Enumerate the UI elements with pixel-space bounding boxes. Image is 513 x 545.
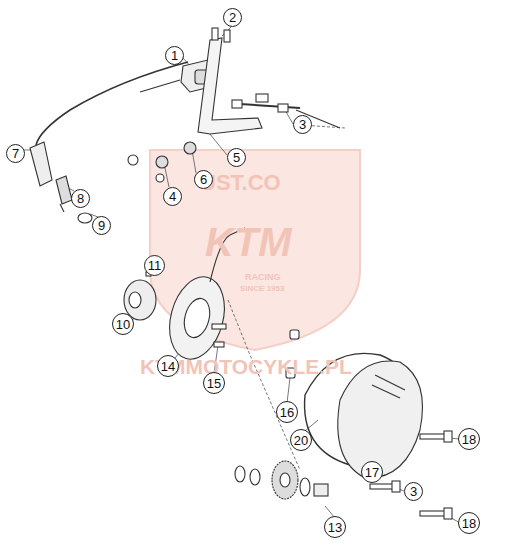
callout-text: 16 — [280, 406, 294, 419]
callout-number: 3 — [404, 482, 423, 501]
watermark-text: KTM — [205, 222, 292, 262]
callout-text: 18 — [462, 433, 476, 446]
callout-number: 5 — [227, 148, 246, 167]
callout-number: 13 — [324, 516, 346, 538]
callout-number: 1 — [165, 46, 184, 65]
callout-text: 14 — [161, 360, 175, 373]
callout-number: 16 — [276, 401, 298, 423]
watermark-text: SINCE 1953 — [240, 285, 284, 293]
callout-text: 8 — [77, 192, 84, 205]
callout-number: 9 — [92, 216, 111, 235]
callout-text: 5 — [233, 151, 240, 164]
callout-text: 20 — [294, 434, 308, 447]
callout-text: 15 — [207, 377, 221, 390]
callout-text: 11 — [148, 259, 162, 272]
callout-text: 10 — [116, 318, 130, 331]
callout-number: 7 — [6, 144, 25, 163]
callout-number: 11 — [144, 255, 165, 276]
callout-number: 10 — [112, 313, 134, 335]
callout-text: 3 — [410, 485, 417, 498]
callout-number: 8 — [71, 189, 90, 208]
callout-text: 17 — [365, 466, 379, 479]
callout-number: 18 — [458, 512, 480, 534]
callout-number: 4 — [163, 187, 182, 206]
callout-number: 17 — [361, 461, 383, 483]
callout-text: 7 — [12, 147, 19, 160]
callout-number: 2 — [223, 8, 242, 27]
callout-text: 6 — [200, 173, 207, 186]
callout-text: 3 — [299, 118, 306, 131]
callout-text: 4 — [169, 190, 176, 203]
callout-number: 3 — [293, 115, 312, 134]
watermark-text: RACING — [245, 273, 281, 282]
callout-text: 9 — [98, 219, 105, 232]
callout-text: 13 — [328, 521, 342, 534]
callout-number: 6 — [194, 170, 213, 189]
callout-number: 15 — [203, 372, 225, 394]
callout-text: 1 — [171, 49, 178, 62]
callout-number: 18 — [458, 428, 480, 450]
callout-number: 20 — [290, 429, 312, 451]
callout-text: 18 — [462, 517, 476, 530]
callout-number: 14 — [157, 355, 179, 377]
callout-text: 2 — [229, 11, 236, 24]
